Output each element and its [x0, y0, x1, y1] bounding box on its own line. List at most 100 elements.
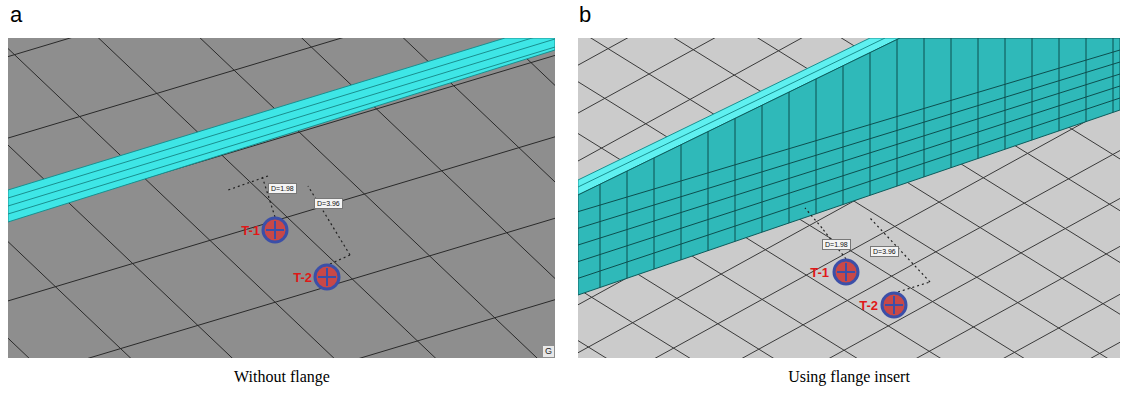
panel-caption: Without flange	[234, 369, 330, 385]
ground-plate	[578, 38, 1120, 358]
mesh-line	[627, 30, 628, 300]
mesh-line	[654, 30, 655, 300]
target-label: T-2	[859, 299, 878, 312]
panel-letter: b	[579, 4, 591, 26]
leader-line	[228, 176, 268, 190]
mesh-line	[578, 38, 1120, 343]
dimension-label: D=1.98	[822, 239, 851, 250]
mesh-line	[578, 38, 1120, 358]
marker-cross	[326, 268, 328, 286]
mesh-line	[1005, 30, 1006, 300]
mesh-line	[578, 38, 1120, 358]
mesh-line	[1059, 30, 1060, 300]
mesh-line	[1086, 30, 1087, 300]
mesh-line	[578, 62, 1120, 228]
mesh-line	[578, 74, 1120, 245]
mesh-grid	[8, 38, 555, 358]
mesh-line	[1032, 30, 1033, 300]
mesh-line	[924, 30, 925, 300]
mesh-line	[8, 38, 555, 358]
mesh-line	[897, 30, 898, 300]
mesh-line	[578, 98, 1120, 278]
mesh-line	[8, 47, 555, 214]
mesh-line	[8, 226, 300, 358]
mesh-line	[8, 38, 555, 358]
mesh-line	[578, 38, 1120, 358]
mesh-line	[578, 38, 1120, 358]
mesh-line	[578, 38, 1120, 358]
stiffener-strip	[8, 38, 555, 222]
flange-wall	[578, 38, 1120, 295]
mesh-line	[870, 30, 871, 300]
ground-plate	[8, 38, 555, 358]
mesh-line	[978, 30, 979, 300]
leader-line	[330, 255, 350, 264]
mesh-line	[56, 38, 555, 358]
leader-line	[898, 282, 930, 292]
mesh-line	[578, 38, 1120, 358]
mesh-line	[104, 38, 555, 337]
mesh-line	[8, 110, 555, 358]
leader-line	[870, 218, 930, 282]
marker-cross	[893, 296, 895, 314]
mesh-line	[1113, 30, 1114, 300]
mesh-line	[578, 38, 1120, 358]
mesh-line	[8, 38, 555, 358]
corner-mark: G	[543, 346, 554, 357]
mesh-line	[578, 341, 1120, 358]
mesh-line	[735, 30, 736, 300]
target-label: T-2	[293, 271, 312, 284]
mesh-line	[578, 278, 1120, 358]
mesh-line	[8, 38, 555, 358]
mesh-line	[951, 30, 952, 300]
mesh-line	[8, 38, 555, 358]
mesh-line	[8, 327, 204, 358]
mesh-line	[8, 184, 555, 358]
mesh-line	[762, 30, 763, 300]
marker-cross	[274, 221, 276, 239]
mesh-line	[8, 38, 555, 198]
mesh-line	[578, 38, 1120, 305]
mesh-line	[8, 73, 445, 358]
mesh-line	[153, 38, 555, 286]
mesh-line	[578, 86, 1120, 262]
mesh-line	[681, 30, 682, 300]
panel-caption: Using flange insert	[788, 369, 910, 385]
mesh-line	[708, 30, 709, 300]
target-label: T-1	[810, 266, 829, 279]
target-marker	[834, 260, 858, 284]
mesh-line	[8, 38, 555, 358]
mesh-line	[578, 38, 1120, 358]
stiffener-band	[8, 38, 555, 222]
mesh-line	[578, 50, 1120, 212]
mesh-line	[578, 38, 1120, 358]
markers	[228, 176, 930, 317]
mesh-line	[8, 38, 555, 358]
mesh-line	[578, 38, 1120, 358]
flange-face	[578, 38, 1120, 295]
mesh-grid	[578, 38, 1120, 358]
wall-mesh	[578, 30, 1120, 300]
target-marker	[263, 218, 287, 242]
mesh-line	[578, 38, 1120, 358]
mesh-line	[578, 304, 1120, 358]
mesh-line	[578, 38, 1120, 358]
dimension-label: D=1.98	[268, 183, 297, 194]
panel-letter: a	[10, 4, 22, 26]
target-marker	[315, 265, 339, 289]
mesh-line	[600, 30, 601, 300]
mesh-line	[8, 39, 555, 206]
mesh-line	[8, 38, 541, 358]
dimension-label: D=3.96	[314, 198, 343, 209]
mesh-line	[816, 30, 817, 300]
mesh-line	[578, 352, 1083, 358]
target-marker	[882, 293, 906, 317]
mesh-line	[789, 30, 790, 300]
mesh-line	[578, 315, 1106, 358]
mesh-line	[578, 38, 1120, 358]
mesh-line	[8, 38, 555, 250]
mesh-line	[578, 38, 1120, 358]
mesh-line	[8, 38, 555, 358]
dimension-label: D=3.96	[870, 246, 899, 257]
